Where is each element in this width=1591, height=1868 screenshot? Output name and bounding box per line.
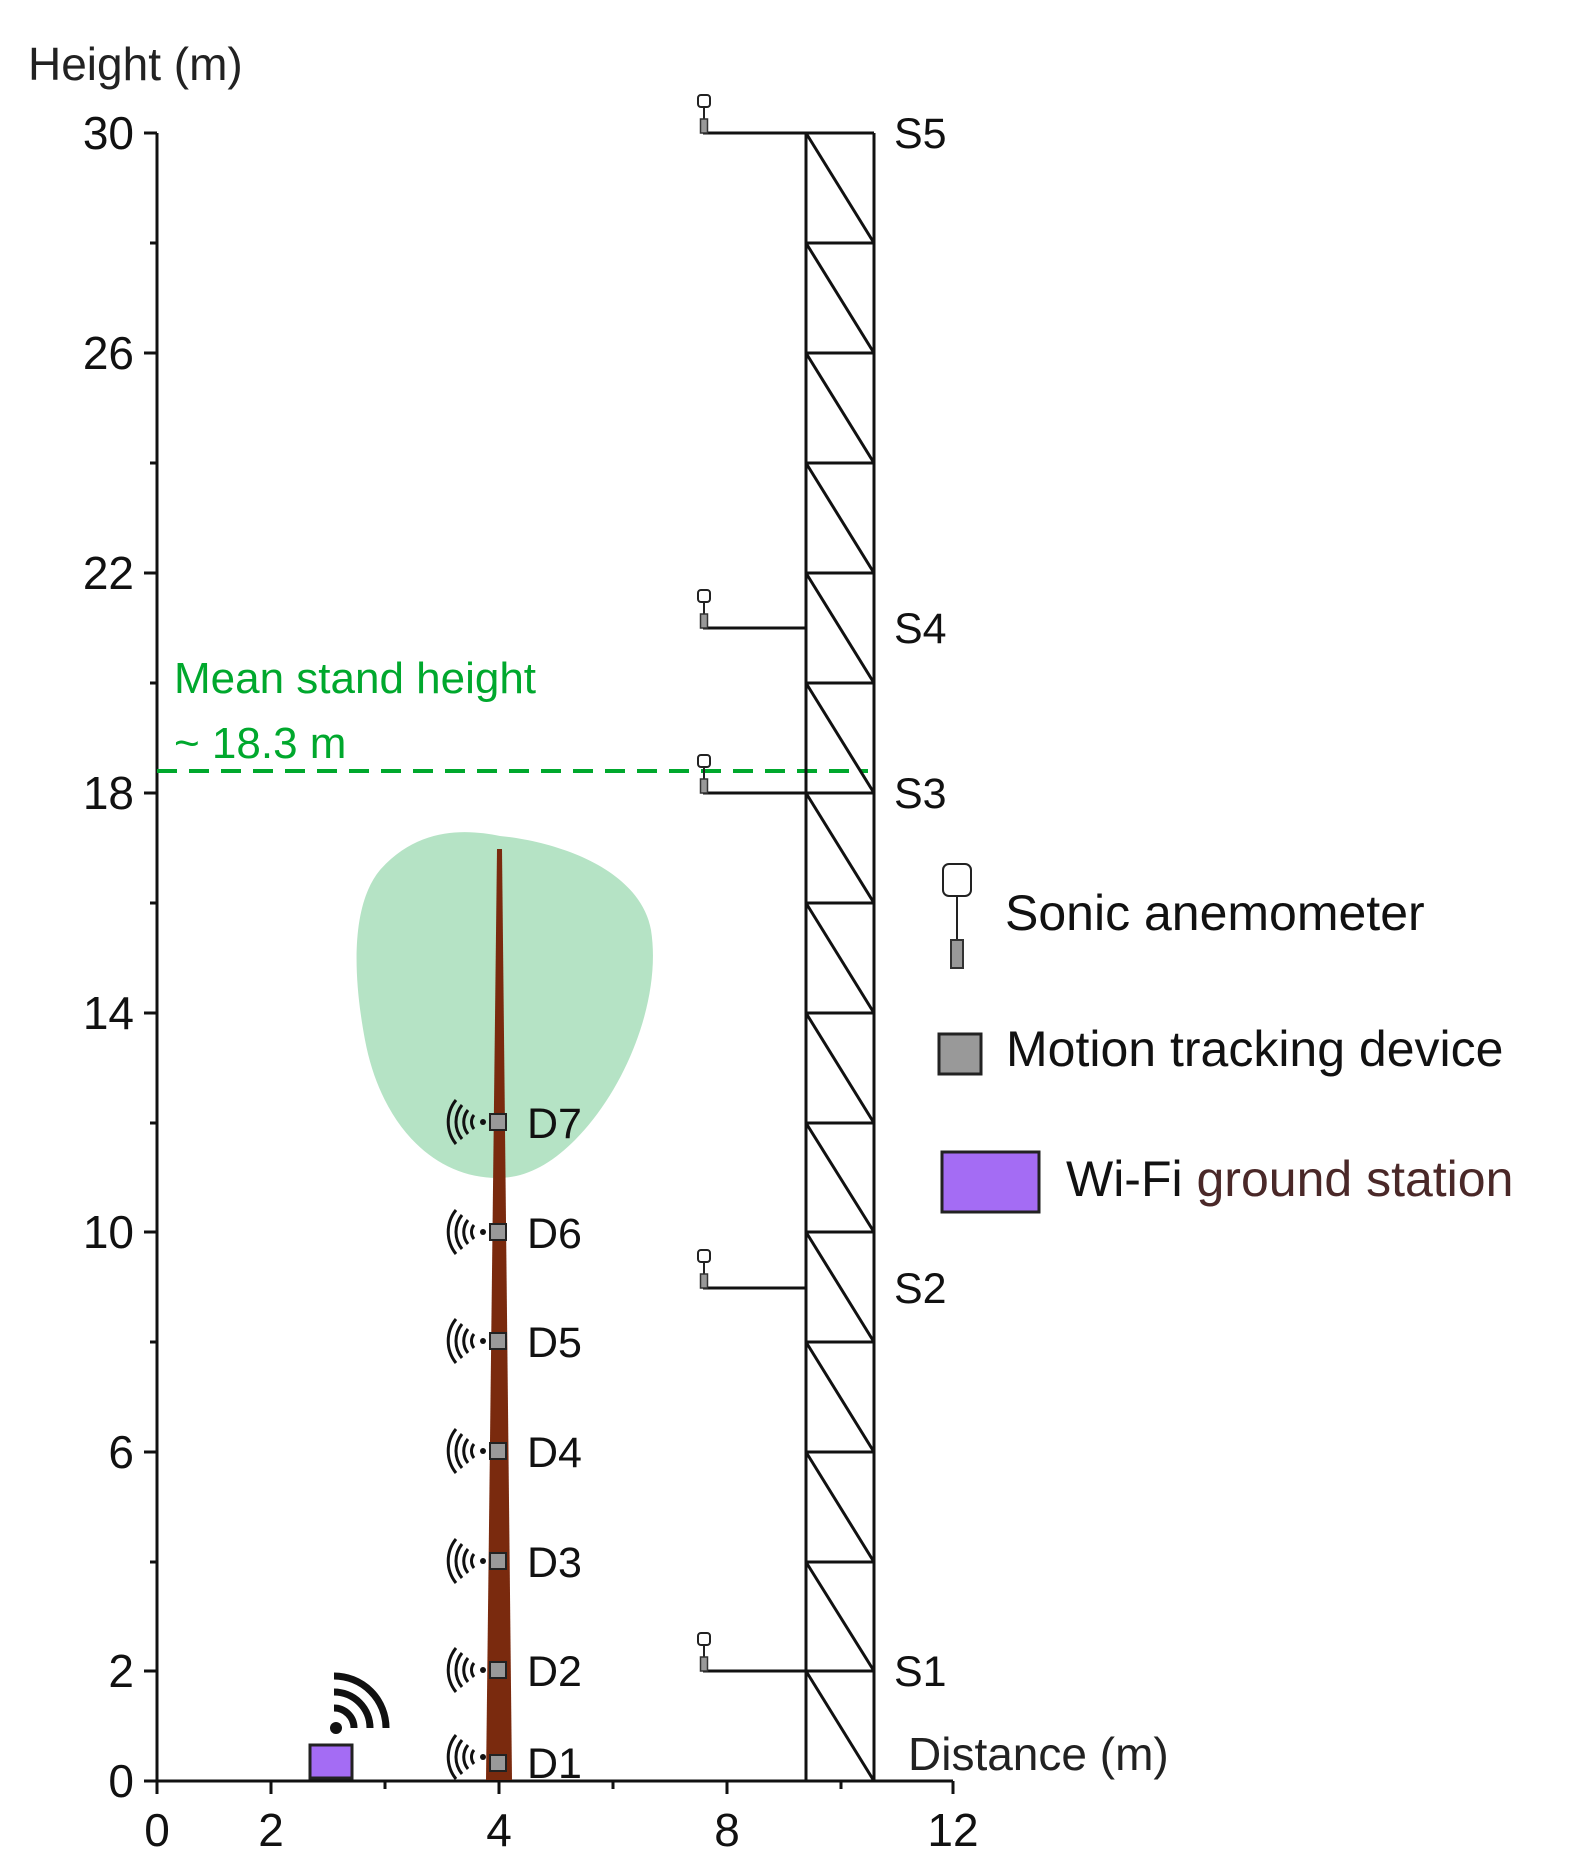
x-tick-label: 0	[144, 1804, 170, 1856]
x-tick-label: 2	[258, 1804, 284, 1856]
y-tick-label: 2	[108, 1645, 134, 1697]
wifi-signal-icon	[446, 1317, 488, 1365]
legend-sonic-label: Sonic anemometer	[1005, 885, 1425, 941]
x-tick-label: 12	[927, 1804, 978, 1856]
device-label: D5	[527, 1319, 582, 1367]
device-labels: D1 D2 D3 D4 D5 D6 D7	[527, 1100, 582, 1788]
device-signal-icons	[446, 1098, 488, 1781]
motion-device-d2	[489, 1661, 507, 1679]
device-label: D4	[527, 1429, 582, 1477]
x-tick-label: 8	[714, 1804, 740, 1856]
sonic-anemometer-s1	[697, 1632, 711, 1672]
sonic-anemometer-s3	[697, 754, 711, 794]
ground-station-wifi-icon	[330, 1672, 390, 1734]
device-label: D3	[527, 1539, 582, 1587]
y-tick-label: 0	[108, 1755, 134, 1807]
station-label: S4	[894, 605, 947, 653]
legend-wifi-prefix: Wi-Fi	[1066, 1151, 1183, 1207]
anemometer-booms	[703, 131, 806, 1673]
y-tick-label: 22	[83, 547, 134, 599]
sonic-anemometer-s5	[697, 94, 711, 134]
station-label: S3	[894, 770, 947, 818]
station-label: S1	[894, 1648, 947, 1696]
motion-device-d3	[489, 1552, 507, 1570]
sonic-anemometers	[697, 94, 711, 1672]
motion-device-d4	[489, 1442, 507, 1460]
wifi-signal-icon	[446, 1646, 488, 1694]
stand-height-label: Mean stand height	[174, 654, 536, 703]
device-label: D2	[527, 1648, 582, 1696]
y-ticks	[144, 131, 157, 1783]
legend-wifi-suffix: ground station	[1183, 1151, 1514, 1207]
device-label: D7	[527, 1100, 582, 1148]
motion-devices	[489, 1113, 507, 1772]
legend: Sonic anemometer Motion tracking device …	[937, 863, 1513, 1214]
motion-device-d6	[489, 1223, 507, 1241]
device-label: D6	[527, 1210, 582, 1258]
tree-crown	[356, 832, 653, 1178]
x-ticks	[155, 1781, 955, 1794]
legend-wifi-label: Wi-Fi ground station	[1066, 1151, 1513, 1207]
device-label: D1	[527, 1740, 582, 1788]
y-tick-label: 14	[83, 987, 134, 1039]
sonic-anemometer-s2	[697, 1249, 711, 1289]
wifi-signal-icon	[446, 1208, 488, 1256]
tree-trunk	[486, 849, 512, 1780]
wifi-signal-icon	[446, 1427, 488, 1475]
x-tick-labels: 0 2 4 8 12	[144, 1804, 978, 1856]
legend-wifi-station-icon	[940, 1150, 1041, 1214]
y-tick-label: 18	[83, 767, 134, 819]
motion-device-d7	[489, 1113, 507, 1131]
motion-device-d5	[489, 1332, 507, 1350]
station-labels: S1 S2 S3 S4 S5	[894, 110, 947, 1696]
y-tick-label: 30	[83, 107, 134, 159]
legend-motion-device-icon	[937, 1032, 983, 1076]
stand-height-value: ~ 18.3 m	[174, 719, 346, 768]
x-axis-title: Distance (m)	[908, 1728, 1169, 1780]
legend-sonic-anemometer-icon	[942, 863, 972, 969]
motion-device-d1	[489, 1754, 507, 1772]
y-tick-label: 10	[83, 1206, 134, 1258]
y-tick-label: 26	[83, 327, 134, 379]
station-label: S2	[894, 1265, 947, 1313]
wifi-signal-icon	[446, 1733, 488, 1781]
wifi-ground-station	[308, 1743, 354, 1780]
station-label: S5	[894, 110, 947, 158]
lattice-tower	[804, 131, 876, 1782]
x-tick-label: 4	[486, 1804, 512, 1856]
y-tick-label: 6	[108, 1426, 134, 1478]
y-tick-labels: 30 26 22 18 14 10 6 2 0	[83, 107, 134, 1807]
wifi-signal-icon	[446, 1537, 488, 1585]
sonic-anemometer-s4	[697, 589, 711, 629]
y-axis-title: Height (m)	[28, 38, 243, 90]
legend-motion-label: Motion tracking device	[1006, 1021, 1503, 1077]
